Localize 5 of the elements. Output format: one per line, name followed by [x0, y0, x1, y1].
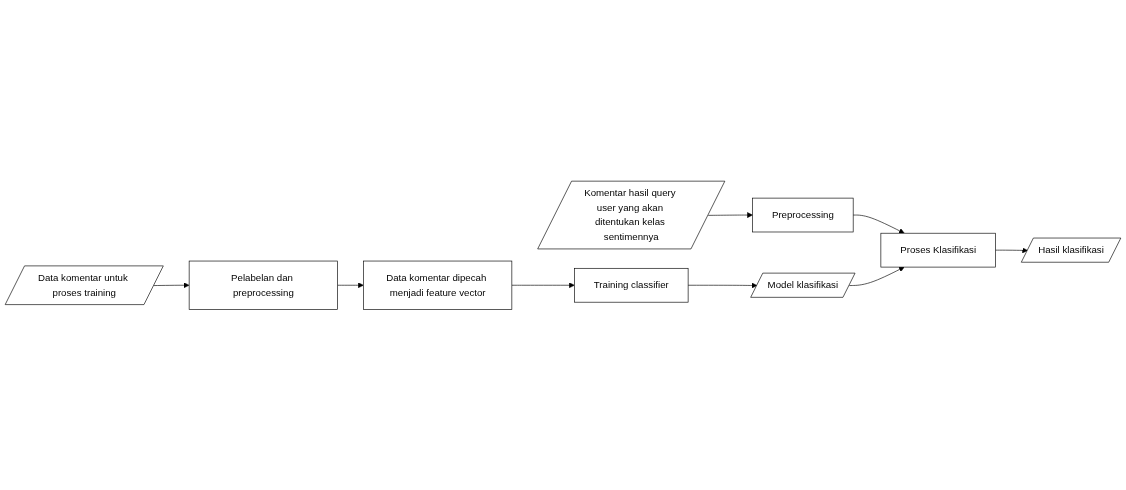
node-box: Proses Klasifikasi	[880, 232, 996, 268]
node-box: Pelabelan dan preprocessing	[188, 260, 338, 310]
node-box: Data komentar dipecah menjadi feature vector	[363, 260, 513, 310]
node-box: Preprocessing	[752, 197, 854, 232]
node-box: Training classifier	[574, 267, 689, 303]
